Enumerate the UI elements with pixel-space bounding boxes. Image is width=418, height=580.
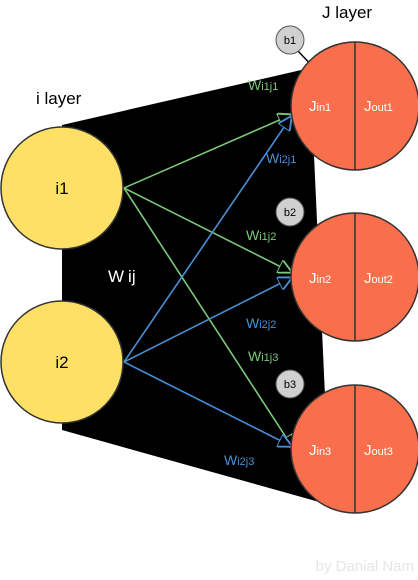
bias-node-b1: b1: [275, 25, 305, 55]
weight-label-i2j2: Wi2j2: [246, 315, 276, 331]
edge-i2-j1: [123, 117, 291, 363]
weight-label-i2j3: Wi2j3: [224, 452, 254, 468]
j-out-label: Jout1: [364, 98, 393, 115]
input-node-label: i1: [55, 179, 68, 198]
input-node-i1: i1: [0, 126, 124, 250]
weight-label-i1j3: Wi1j3: [248, 348, 278, 364]
output-node-j1: Jin1 Jout1: [290, 41, 418, 171]
weight-edges: [123, 115, 293, 448]
edge-i2-j3: [123, 361, 291, 446]
bias-label: b2: [284, 207, 296, 219]
bias-label: b3: [284, 379, 296, 391]
bias-node-b2: b2: [275, 197, 305, 227]
input-node-label: i2: [55, 353, 68, 372]
i-layer-label: i layer: [36, 89, 82, 108]
j-out-label: Jout2: [364, 270, 393, 287]
edge-i2-j2: [123, 278, 291, 363]
input-node-i2: i2: [0, 300, 124, 424]
weight-label-i1j2: Wi1j2: [246, 227, 276, 243]
output-node-j2: Jin2 Jout2: [290, 212, 418, 342]
bias-label: b1: [284, 35, 296, 47]
j-out-label: Jout3: [364, 442, 393, 459]
edge-i1-j2: [123, 187, 291, 272]
j-in-label: Jin1: [309, 98, 331, 115]
edge-i1-j1: [123, 115, 291, 189]
edge-i1-j3: [123, 187, 293, 448]
weight-label-i2j1: Wi2j1: [266, 150, 296, 166]
j-layer-label: J layer: [322, 3, 372, 22]
bias-node-b3: b3: [275, 369, 305, 399]
weight-label-i1j1: Wi1j1: [248, 77, 278, 93]
credit-label: by Danial Nam: [316, 558, 414, 575]
background-shape: [62, 68, 330, 505]
j-in-label: Jin2: [309, 270, 331, 287]
j-in-label: Jin3: [309, 442, 331, 459]
output-node-j3: Jin3 Jout3: [290, 384, 418, 514]
